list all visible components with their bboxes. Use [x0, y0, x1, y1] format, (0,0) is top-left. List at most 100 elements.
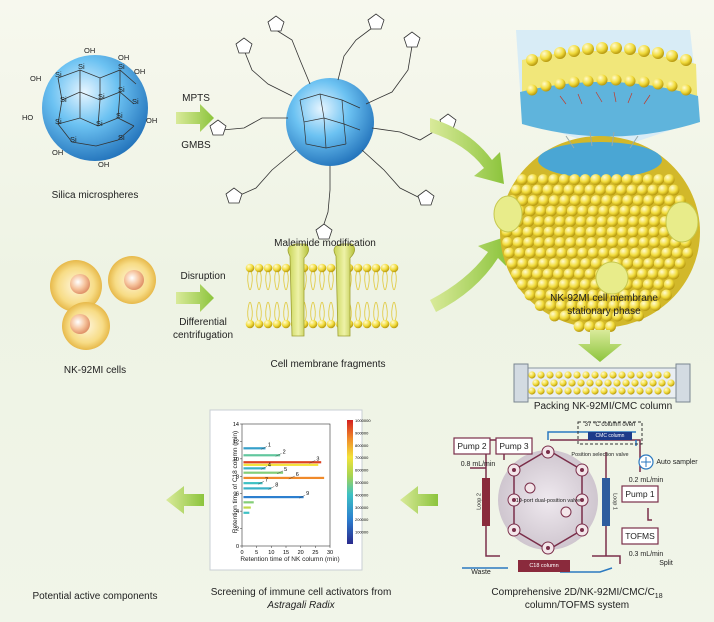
lipid-bead: [640, 205, 652, 217]
lipid-bead: [663, 174, 675, 185]
lipid-bead: [626, 184, 638, 196]
lipid-bead: [611, 174, 623, 185]
pump-2: [453, 437, 491, 455]
lipid-bead: [619, 289, 630, 301]
lipid-bead: [608, 247, 620, 259]
lipid-bead: [559, 195, 571, 206]
lipid-head: [272, 263, 282, 273]
lipid-head: [326, 319, 336, 329]
column-bead: [631, 379, 639, 387]
lipid-bead: [640, 289, 651, 301]
lipid-bead: [566, 289, 578, 301]
lipid-bead: [629, 205, 641, 217]
x-tick-label: 5: [255, 550, 258, 556]
lipid-bead: [544, 237, 555, 248]
lipid-bead: [579, 174, 591, 185]
lipid-tail: [310, 301, 316, 321]
lipid-bead: [632, 258, 644, 269]
column-bead: [636, 371, 644, 379]
lipid-bead: [601, 195, 613, 206]
lipid-bead: [633, 310, 644, 322]
colorbar-tick-label: 100000: [355, 530, 369, 535]
lipid-bead: [544, 216, 555, 227]
lipid-bead: [579, 279, 591, 290]
lipid-bead: [548, 195, 560, 206]
lipid-bead: [580, 310, 592, 322]
lipid-bead: [517, 195, 529, 206]
lipid-head: [263, 319, 273, 329]
lipid-bead: [598, 205, 610, 217]
lipid-bead: [511, 268, 522, 280]
lipid-bead: [556, 247, 568, 259]
colorbar-tick-label: 1000000: [355, 418, 371, 423]
x-tick-label: 10: [268, 550, 274, 556]
lipid-bead: [622, 310, 634, 322]
peak-leader: [260, 466, 268, 470]
lipid-bead: [650, 300, 662, 311]
lipid-bead: [563, 184, 575, 196]
lipid-bead: [638, 237, 650, 248]
lipid-bead: [598, 247, 610, 259]
lipid-bead: [524, 289, 536, 301]
label-stationary-1: NK-92MI cell membrane: [550, 293, 658, 304]
lipid-bead: [611, 195, 623, 206]
lipid-bead: [503, 247, 515, 259]
column-bead: [555, 371, 563, 379]
lipid-bead: [628, 237, 639, 248]
svg-text:OH: OH: [52, 148, 63, 157]
y-tick-label: 14: [233, 422, 239, 428]
label-nk-cells: NK-92MI cells: [63, 365, 127, 376]
arrow-disruption: [176, 284, 214, 312]
lipid-bead: [575, 216, 587, 227]
lipid-bead: [629, 247, 641, 259]
column-bead: [609, 371, 617, 379]
label-centrifugation: centrifugation: [172, 330, 234, 341]
peak-label: 1: [268, 442, 271, 448]
lipid-bead: [653, 258, 665, 269]
pump-3-label: Pump 3: [499, 441, 529, 451]
lipid-tail: [355, 301, 361, 321]
svg-text:OH: OH: [118, 53, 129, 62]
lipid-bead: [584, 321, 595, 332]
lipid-bead: [616, 184, 627, 196]
label-screening-2: Astragali Radix: [267, 600, 335, 611]
column-bead: [618, 371, 626, 379]
lipid-head: [245, 263, 255, 273]
lipid-bead: [516, 279, 528, 290]
lipid-head: [362, 263, 372, 273]
lipid-bead: [626, 268, 638, 280]
column-bead: [663, 387, 671, 395]
lipid-bead: [658, 268, 669, 280]
lipid-bead: [548, 258, 560, 269]
lipid-bead: [524, 247, 536, 259]
label-fragments: Cell membrane fragments: [270, 359, 386, 370]
colorbar-tick-label: 400000: [355, 492, 369, 497]
lipid-bead: [621, 174, 633, 185]
lipid-bead: [553, 268, 564, 280]
label-stationary-2: stationary phase: [567, 306, 641, 317]
lipid-bead: [565, 237, 576, 248]
lipid-bead: [538, 258, 550, 269]
column-bead: [532, 379, 540, 387]
membrane-stationary-phase: [493, 30, 700, 332]
pump-2-label: Pump 2: [457, 441, 487, 451]
lipid-bead: [647, 184, 659, 196]
colorbar-tick-label: 600000: [355, 468, 369, 473]
x-tick-label: 25: [312, 550, 318, 556]
lipid-bead: [596, 237, 608, 248]
lipid-bead: [637, 268, 648, 280]
lipid-bead: [637, 184, 648, 196]
lipid-bead: [527, 279, 539, 290]
chart-streak: [243, 471, 284, 474]
x-tick-label: 30: [327, 550, 333, 556]
column-bead: [654, 371, 662, 379]
lipid-head: [272, 319, 282, 329]
column-bead: [645, 371, 653, 379]
chart-streak: [243, 447, 266, 450]
flow-03-label: 0.3 mL/min: [628, 551, 664, 558]
packed-column: [513, 363, 691, 403]
lipid-bead: [650, 247, 662, 259]
lipid-bead: [563, 268, 575, 280]
lc-system-schematic: [453, 421, 659, 573]
